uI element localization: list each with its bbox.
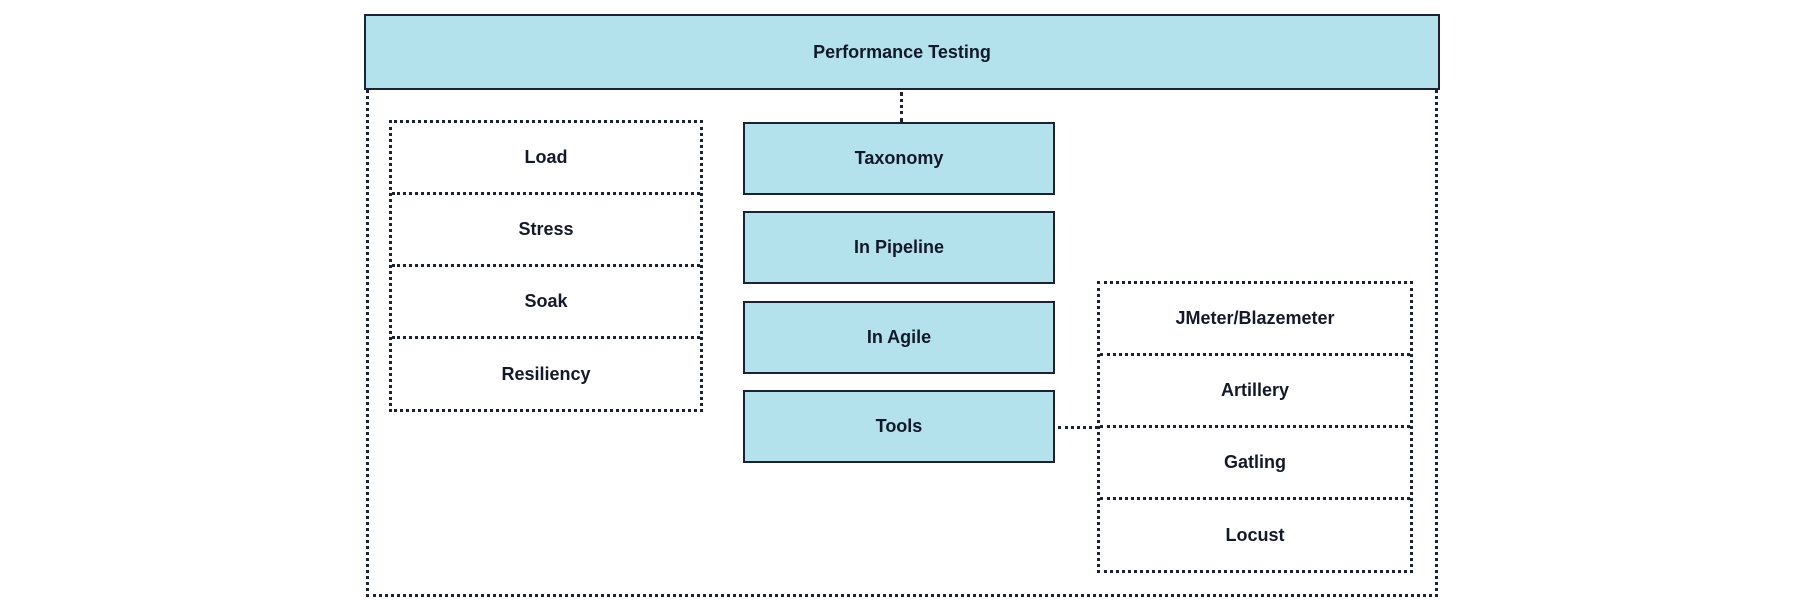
center-item-taxonomy: Taxonomy <box>743 122 1055 195</box>
center-item-tools: Tools <box>743 390 1055 463</box>
title-label: Performance Testing <box>813 41 991 62</box>
center-item-label: In Pipeline <box>853 237 945 257</box>
test-type-soak: Soak <box>392 267 700 339</box>
tool-jmeter: JMeter/Blazemeter <box>1100 284 1410 356</box>
header-connector <box>900 92 903 122</box>
tool-locust: Locust <box>1225 524 1285 545</box>
center-item-label: Tools <box>875 416 923 436</box>
center-item-label: Taxonomy <box>854 148 944 168</box>
title-box: Performance Testing <box>364 14 1440 90</box>
outer-dotted-frame <box>366 90 1438 597</box>
tools-connector <box>1058 426 1098 429</box>
test-type-resiliency: Resiliency <box>501 363 591 384</box>
test-types-stack: Load Stress Soak Resiliency <box>389 120 703 412</box>
center-item-label: In Agile <box>866 327 932 347</box>
center-item-in-agile: In Agile <box>743 301 1055 374</box>
tool-gatling: Gatling <box>1100 428 1410 500</box>
tools-stack: JMeter/Blazemeter Artillery Gatling Locu… <box>1097 281 1413 573</box>
test-type-load: Load <box>392 123 700 195</box>
center-item-in-pipeline: In Pipeline <box>743 211 1055 284</box>
tool-artillery: Artillery <box>1100 356 1410 428</box>
test-type-stress: Stress <box>392 195 700 267</box>
